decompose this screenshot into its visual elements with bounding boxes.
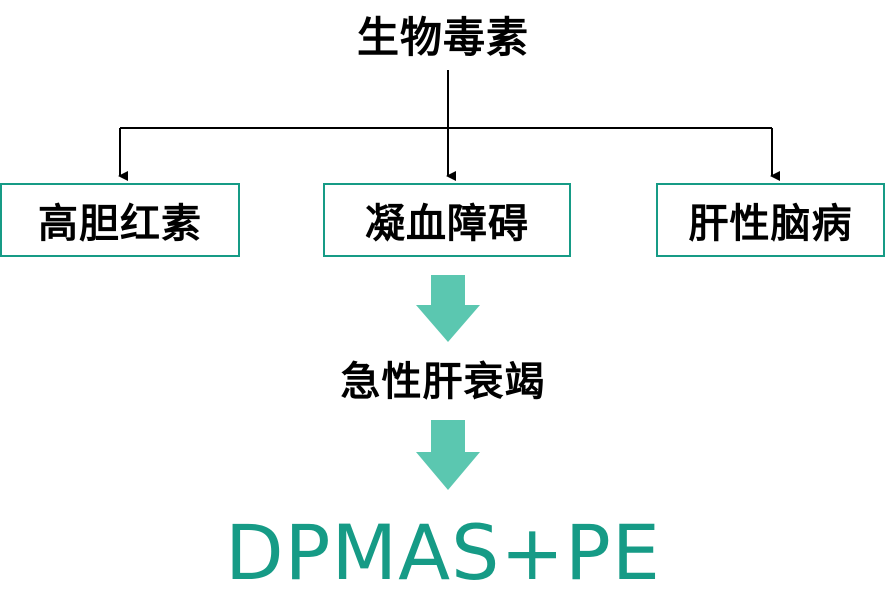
block-arrow-2 — [416, 420, 480, 490]
branch-box-1: 高胆红素 — [0, 183, 240, 257]
branch-label-3: 肝性脑病 — [688, 201, 853, 247]
middle-node: 急性肝衰竭 — [340, 359, 546, 405]
branch-box-3: 肝性脑病 — [656, 183, 885, 257]
branch-box-2: 凝血障碍 — [323, 183, 571, 257]
final-node: DPMAS+PE — [225, 508, 661, 597]
branch-label-2: 凝血障碍 — [365, 201, 529, 247]
block-arrow-1 — [416, 275, 480, 342]
branch-label-1: 高胆红素 — [38, 201, 202, 247]
root-node: 生物毒素 — [356, 13, 529, 62]
